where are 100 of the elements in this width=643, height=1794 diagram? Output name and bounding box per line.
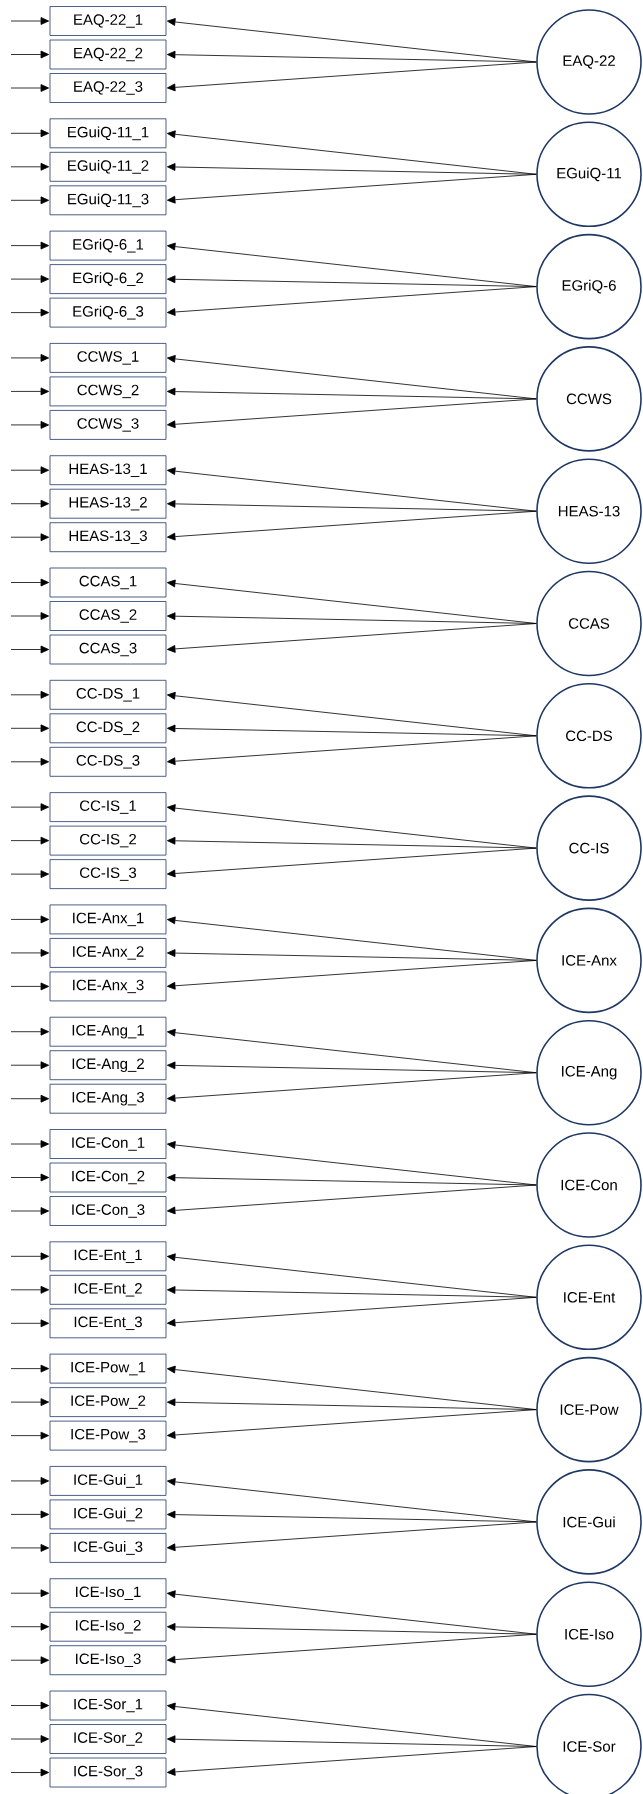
error-arrow: [10, 1735, 49, 1743]
loading-arrow: [167, 50, 537, 63]
loading-arrow: [167, 173, 537, 204]
indicator-box: EGuiQ-11_1: [49, 118, 167, 149]
indicator-box: CCWS_3: [49, 410, 167, 440]
error-arrow: [10, 757, 49, 766]
error-arrow: [10, 645, 49, 654]
indicator-box: ICE-Con_3: [49, 1196, 167, 1226]
loading-arrow: [167, 1296, 537, 1327]
loading-arrow: [167, 836, 537, 849]
indicator-box: HEAS-13_3: [49, 522, 167, 553]
error-arrow: [10, 690, 49, 699]
error-arrow: [10, 803, 49, 811]
indicator-box: ICE-Sor_3: [49, 1757, 167, 1788]
loading-arrow: [167, 735, 537, 766]
error-arrow: [10, 1544, 49, 1552]
error-arrow: [10, 162, 49, 171]
error-arrow: [10, 499, 49, 508]
indicator-box: EAQ-22_2: [49, 39, 167, 70]
error-arrow: [10, 466, 49, 475]
loading-arrow: [167, 286, 537, 316]
loading-arrow: [167, 1633, 537, 1664]
loading-arrow: [167, 1409, 537, 1439]
indicator-box: ICE-Iso_3: [49, 1645, 167, 1676]
loading-arrow: [167, 1184, 537, 1215]
loading-arrow: [167, 1253, 537, 1298]
indicator-box: ICE-Ang_3: [49, 1083, 167, 1114]
loading-arrow: [167, 1521, 537, 1552]
indicator-box: ICE-Ent_3: [49, 1308, 167, 1339]
indicator-box: CCAS_3: [49, 634, 167, 665]
error-arrow: [10, 533, 49, 542]
loading-arrow: [167, 847, 537, 878]
error-arrow: [10, 836, 49, 845]
indicator-box: ICE-Pow_3: [49, 1420, 167, 1451]
loading-arrow: [167, 130, 537, 175]
indicator-box: HEAS-13_1: [49, 455, 167, 486]
indicator-box: CC-DS_1: [49, 679, 167, 710]
loading-arrow: [167, 1590, 537, 1635]
indicator-box: ICE-Iso_2: [49, 1611, 167, 1642]
indicator-box: CC-DS_3: [49, 746, 167, 777]
indicator-box: CCWS_1: [49, 343, 167, 373]
error-arrow: [10, 241, 49, 250]
indicator-box: EAQ-22_1: [49, 6, 167, 36]
error-arrow: [10, 129, 49, 138]
indicator-box: ICE-Con_1: [49, 1129, 167, 1159]
loading-arrow: [167, 510, 537, 541]
error-arrow: [10, 84, 49, 92]
error-arrow: [10, 275, 49, 283]
indicator-box: ICE-Pow_2: [49, 1387, 167, 1417]
error-arrow: [10, 1701, 49, 1710]
error-arrow: [10, 308, 49, 317]
indicator-box: ICE-Con_2: [49, 1162, 167, 1193]
loading-arrow: [167, 960, 537, 990]
error-arrow: [10, 1431, 49, 1440]
error-arrow: [10, 1252, 49, 1261]
loading-arrow: [167, 500, 537, 512]
error-arrow: [10, 421, 49, 429]
indicator-box: EGriQ-6_3: [49, 297, 167, 328]
error-arrow: [10, 387, 49, 396]
indicator-box: ICE-Sor_2: [49, 1724, 167, 1754]
error-arrow: [10, 1398, 49, 1406]
loading-arrow: [167, 467, 537, 512]
error-arrow: [10, 1622, 49, 1631]
indicator-box: ICE-Ang_2: [49, 1050, 167, 1081]
indicator-box: ICE-Ent_2: [49, 1274, 167, 1305]
error-arrow: [10, 1027, 49, 1036]
loading-arrow: [167, 916, 537, 961]
error-arrow: [10, 1364, 49, 1373]
indicator-box: CC-DS_2: [49, 713, 167, 744]
indicator-box: ICE-Ent_1: [49, 1241, 167, 1272]
error-arrow: [10, 1510, 49, 1519]
error-arrow: [10, 578, 49, 587]
indicator-box: CC-IS_3: [49, 859, 167, 889]
indicator-box: CCAS_1: [49, 567, 167, 598]
indicator-box: EGriQ-6_2: [49, 264, 167, 294]
error-arrow: [10, 915, 49, 924]
indicator-box: ICE-Gui_1: [49, 1466, 167, 1496]
error-arrow: [10, 1477, 49, 1485]
indicator-box: EAQ-22_3: [49, 73, 167, 103]
error-arrow: [10, 1319, 49, 1328]
error-arrow: [10, 1656, 49, 1665]
error-arrow: [10, 1207, 49, 1215]
indicator-box: ICE-Pow_1: [49, 1353, 167, 1384]
error-arrow: [10, 1061, 49, 1070]
loading-arrow: [167, 61, 537, 92]
indicator-box: EGuiQ-11_2: [49, 151, 167, 182]
indicator-box: ICE-Sor_1: [49, 1690, 167, 1721]
loading-arrow: [167, 398, 537, 429]
error-arrow: [10, 1768, 49, 1777]
indicator-box: ICE-Ang_1: [49, 1016, 167, 1047]
error-arrow: [10, 982, 49, 991]
error-arrow: [10, 870, 49, 878]
loading-arrow: [167, 1746, 537, 1776]
error-arrow: [10, 196, 49, 205]
error-arrow: [10, 17, 49, 25]
indicator-box: ICE-Iso_1: [49, 1578, 167, 1609]
indicator-box: ICE-Anx_3: [49, 971, 167, 1002]
error-arrow: [10, 1589, 49, 1598]
indicator-box: EGriQ-6_1: [49, 230, 167, 261]
loading-arrow: [167, 1072, 537, 1102]
